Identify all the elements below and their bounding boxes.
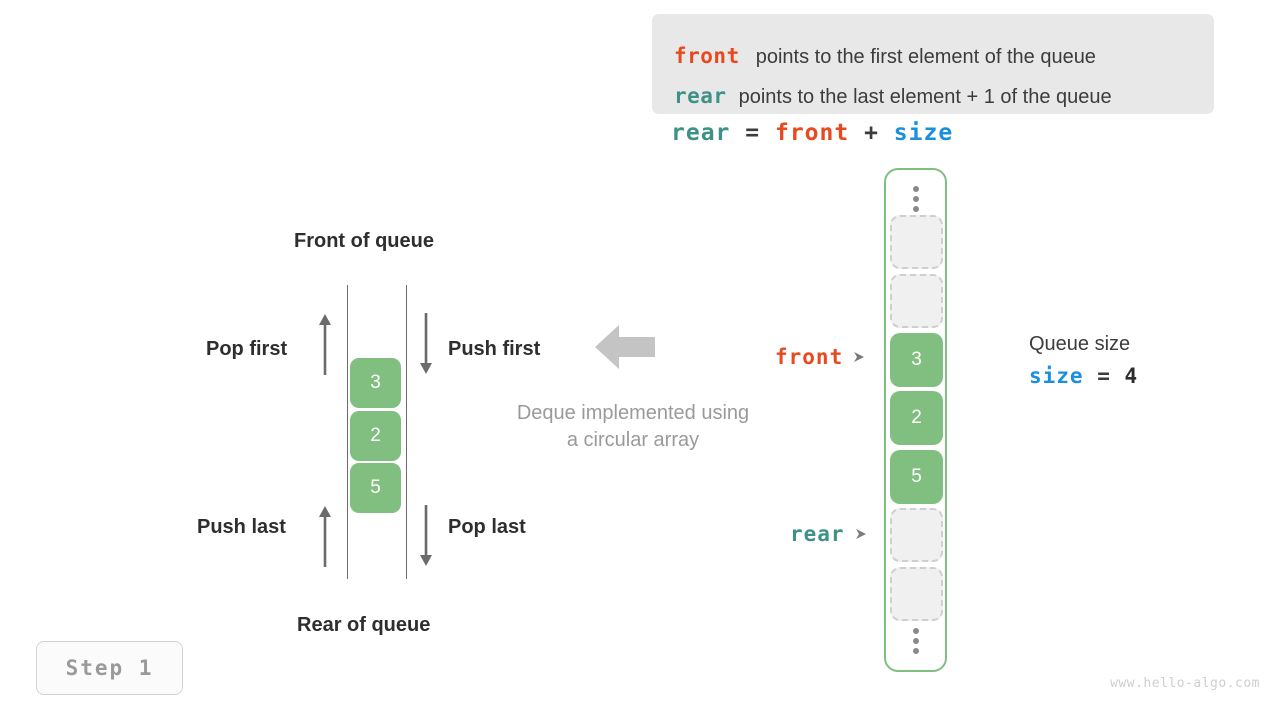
legend-panel: front points to the first element of the… <box>652 14 1214 114</box>
arrow-left-icon <box>595 325 655 369</box>
pointer-label-rear: rear <box>790 522 868 546</box>
array-slot: 2 <box>890 391 943 445</box>
deque-caption: Deque implemented using a circular array <box>478 400 788 454</box>
operation-label-push-last: Push last <box>197 516 286 538</box>
legend-keyword-rear: rear <box>674 84 727 108</box>
queue-size-value: 4 <box>1124 364 1139 388</box>
deque-front-title: Front of queue <box>294 230 434 252</box>
pointer-label-front: front <box>775 345 866 369</box>
queue-size-var: size <box>1029 364 1084 388</box>
array-slot <box>890 508 943 562</box>
array-slot: 5 <box>890 450 943 504</box>
ellipsis-dots-bottom-icon <box>912 628 919 654</box>
pointer-front-text: front <box>775 345 844 369</box>
array-slot: 3 <box>890 333 943 387</box>
deque-rear-title: Rear of queue <box>297 614 431 636</box>
legend-description-rear: points to the last element + 1 of the qu… <box>738 86 1112 108</box>
arrow-down-icon <box>420 313 432 374</box>
deque-cell: 5 <box>350 463 401 513</box>
arrow-right-icon <box>854 352 865 362</box>
legend-keyword-front: front <box>674 44 740 68</box>
queue-size-block: Queue size size = 4 <box>1029 333 1138 388</box>
legend-description-front: points to the first element of the queue <box>755 46 1096 68</box>
formula-equals: = <box>745 120 761 146</box>
queue-size-title: Queue size <box>1029 333 1131 355</box>
circular-array-container: 3 2 5 <box>884 168 947 672</box>
queue-size-expression: size = 4 <box>1029 364 1138 388</box>
array-slot <box>890 274 943 328</box>
formula-front: front <box>774 120 850 146</box>
formula-plus: + <box>864 120 879 146</box>
formula-size: size <box>893 120 954 146</box>
queue-size-equals: = <box>1097 364 1111 388</box>
step-badge: Step 1 <box>36 641 183 695</box>
legend-row-rear: rear points to the last element + 1 of t… <box>674 84 1112 109</box>
legend-row-front: front points to the first element of the… <box>674 44 1096 69</box>
arrow-up-icon <box>319 314 331 375</box>
watermark: www.hello-algo.com <box>1110 676 1260 691</box>
deque-caption-line-1: Deque implemented using <box>516 402 750 424</box>
array-slot <box>890 567 943 621</box>
deque-cell: 3 <box>350 358 401 408</box>
arrow-down-icon <box>420 505 432 566</box>
array-slot <box>890 215 943 269</box>
deque-rail-left <box>347 285 348 579</box>
deque-cell: 2 <box>350 411 401 461</box>
arrow-up-icon <box>319 506 331 567</box>
formula-rear: rear <box>671 120 731 146</box>
ellipsis-dots-top-icon <box>912 186 919 212</box>
formula-expression: rear = front + size <box>671 120 953 146</box>
pointer-rear-text: rear <box>790 522 845 546</box>
deque-caption-line-2: a circular array <box>566 429 700 451</box>
operation-label-pop-last: Pop last <box>448 516 526 538</box>
operation-label-push-first: Push first <box>448 338 541 360</box>
deque-rail-right <box>406 285 407 579</box>
arrow-right-icon <box>855 529 866 539</box>
operation-label-pop-first: Pop first <box>206 338 288 360</box>
